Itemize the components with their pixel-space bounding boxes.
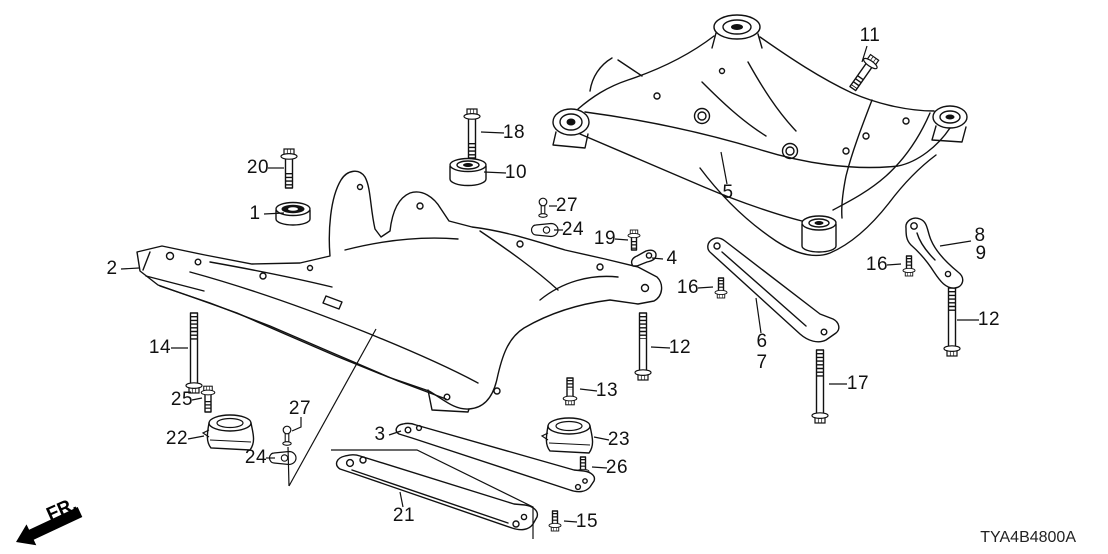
leader-line-22 <box>187 435 205 440</box>
fr-label: FR. <box>43 494 80 526</box>
leader-line-3 <box>388 430 402 436</box>
leader-line-18 <box>480 131 505 134</box>
fr-arrow-icon <box>16 507 83 546</box>
leader-line-12-left <box>650 346 671 349</box>
rear-subframe-drawing <box>552 14 968 257</box>
bushing-10-icon <box>449 157 487 187</box>
pointer-lines <box>287 328 534 539</box>
leader-line-5 <box>720 151 728 185</box>
fr-direction-arrow: FR. <box>16 494 83 546</box>
leader-line-16-left <box>697 286 714 289</box>
bushing-1-icon <box>275 201 311 226</box>
bolt-15-icon <box>548 510 562 532</box>
bracket-4-icon <box>630 249 657 267</box>
leader-line-26 <box>591 466 608 469</box>
mount-23-icon <box>541 417 594 454</box>
leader-line-16-right <box>886 263 902 266</box>
bolt-13-icon <box>562 377 578 406</box>
leader-line-25 <box>191 397 203 401</box>
stay-arm-6-7-icon <box>707 237 840 343</box>
leader-line-6 <box>755 297 762 334</box>
bolt-25-icon <box>200 385 216 413</box>
leader-line-13 <box>579 388 598 392</box>
diagram-code: TYA4B4800A <box>980 529 1076 546</box>
bolt-16-right-icon <box>902 255 916 277</box>
leader-lines <box>120 45 979 523</box>
mount-22-icon <box>202 414 255 451</box>
leader-line-11 <box>861 45 868 63</box>
leader-line-19 <box>614 238 629 241</box>
stud-27-lower-icon <box>282 425 292 446</box>
front-subframe-drawing <box>136 170 663 413</box>
leader-line-4 <box>651 257 664 260</box>
bolt-17-icon <box>811 349 829 424</box>
bolt-12-left-icon <box>634 312 652 381</box>
leader-line-21 <box>399 491 404 508</box>
leader-line-1 <box>263 212 285 215</box>
bolt-12-right-icon <box>943 287 961 357</box>
leader-line-2 <box>120 267 140 270</box>
stay-bracket-21-icon <box>335 454 539 531</box>
leader-line-15 <box>563 520 578 523</box>
bolt-14-icon <box>185 312 203 394</box>
bolt-16-left-icon <box>714 277 728 299</box>
bracket-8-9-icon <box>905 217 964 289</box>
leader-line-10 <box>483 171 507 174</box>
bolt-20-icon <box>280 148 298 189</box>
leader-line-27-lower <box>291 417 302 432</box>
stud-27-upper-icon <box>538 197 548 218</box>
leader-line-23 <box>593 436 610 441</box>
part-icons <box>185 52 964 532</box>
leader-line-8 <box>939 240 972 247</box>
bolt-11-icon <box>849 52 882 92</box>
bolt-18-icon <box>463 108 481 159</box>
bolt-19-icon <box>627 229 641 251</box>
